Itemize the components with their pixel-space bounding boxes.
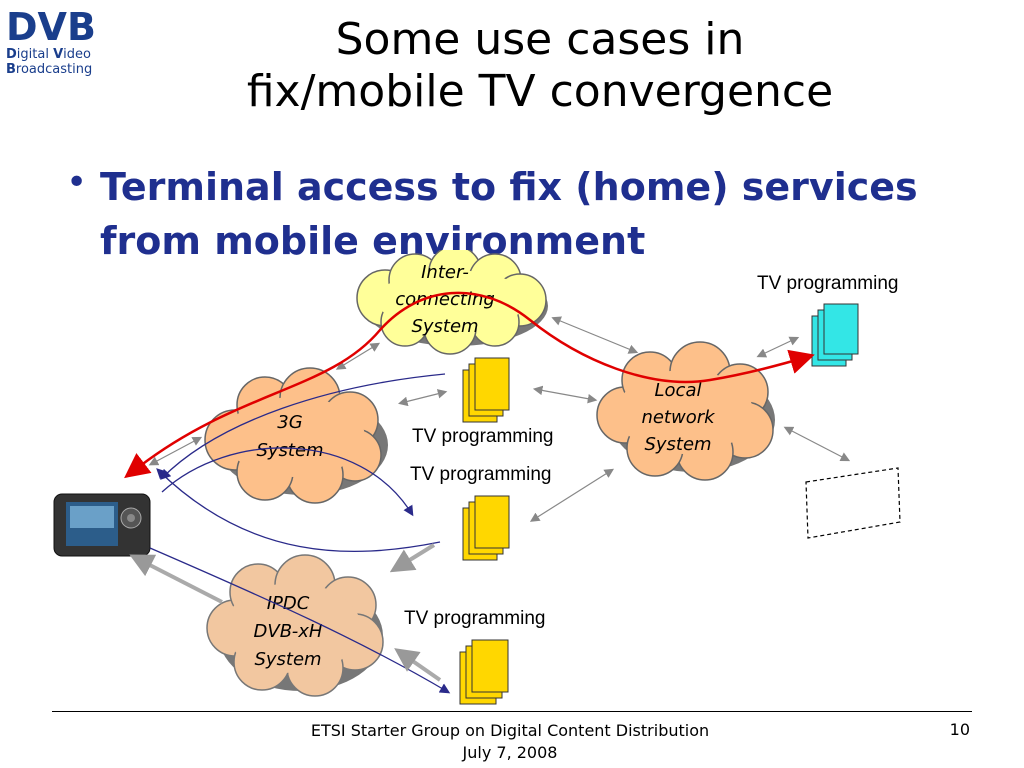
local-label-3: System	[644, 434, 711, 455]
interconnecting-label-3: System	[411, 316, 478, 337]
ipdc-system-cloud: IPDC DVB-xH System	[206, 554, 384, 697]
local-label-1: Local	[655, 380, 702, 401]
ipdc-label-1: IPDC	[267, 593, 310, 614]
title-line-2: fix/mobile TV convergence	[246, 66, 834, 117]
footer-text: ETSI Starter Group on Digital Content Di…	[240, 720, 780, 764]
logo-line2: Broadcasting	[6, 62, 92, 77]
title-line-1: Some use cases in	[335, 14, 745, 65]
ipdc-label-2: DVB-xH	[254, 621, 323, 642]
logo-line1: Digital Video	[6, 47, 91, 62]
footer-line-1: ETSI Starter Group on Digital Content Di…	[310, 721, 710, 740]
ipdc-label-3: System	[254, 649, 321, 670]
bullet-dot: •	[66, 162, 88, 203]
local-label-2: network	[641, 407, 716, 428]
slide-title: Some use cases in fix/mobile TV converge…	[160, 14, 920, 118]
broadcast-arrows	[129, 543, 442, 682]
dvb-logo: DVB Digital Video Broadcasting	[6, 5, 96, 77]
convergence-diagram: Inter- connecting System 3G System	[53, 250, 901, 705]
tv-programming-label-middle-lower: TV programming	[410, 464, 552, 485]
doc-stack-middle-lower	[462, 495, 510, 561]
interconnecting-label-2: connecting	[395, 289, 495, 310]
3g-label-1: 3G	[277, 412, 302, 433]
dashed-tv-screen	[805, 467, 901, 539]
local-network-system-cloud: Local network System	[596, 341, 775, 481]
interconnecting-label-1: Inter-	[421, 262, 469, 283]
footer-line-2: July 7, 2008	[462, 743, 558, 762]
doc-stack-top-right	[811, 303, 859, 367]
tv-programming-label-top-right: TV programming	[757, 273, 899, 294]
mobile-phone-icon	[53, 493, 151, 557]
page-number: 10	[949, 720, 970, 739]
bullet-text: Terminal access to fix (home) services f…	[100, 165, 918, 263]
logo-big-text: DVB	[6, 5, 96, 49]
tv-programming-label-bottom: TV programming	[404, 608, 546, 629]
interconnecting-system-cloud: Inter- connecting System	[356, 250, 548, 355]
red-access-path	[124, 291, 815, 479]
3g-system-cloud: 3G System	[204, 367, 388, 504]
tv-programming-label-middle-upper: TV programming	[412, 426, 554, 447]
doc-stack-middle-upper	[462, 357, 510, 423]
doc-stack-bottom	[459, 639, 509, 705]
footer-divider	[52, 711, 972, 712]
